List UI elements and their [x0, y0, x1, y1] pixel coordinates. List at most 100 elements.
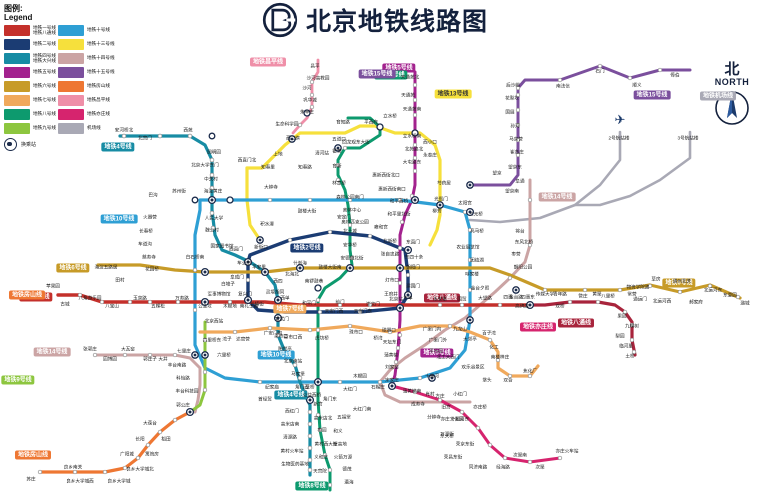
- station-label[interactable]: 安定门: [337, 214, 351, 220]
- station-label[interactable]: 纪家庙: [265, 384, 279, 390]
- station-label[interactable]: 大红门南: [352, 406, 372, 412]
- station-label[interactable]: 北宫门: [138, 135, 152, 141]
- legend-item[interactable]: 机场线: [57, 122, 115, 135]
- station-label[interactable]: 广阳城: [120, 451, 134, 457]
- station-label[interactable]: 西红门: [285, 408, 299, 414]
- station-label[interactable]: 孙河: [510, 123, 520, 129]
- station-label[interactable]: 稻田: [161, 436, 171, 442]
- station-label[interactable]: 丰台南路: [167, 362, 187, 368]
- station-label[interactable]: 北京南站: [283, 358, 303, 364]
- station-label[interactable]: 张郭庄: [83, 346, 97, 352]
- station-label[interactable]: 花园桥: [145, 266, 159, 272]
- station-label[interactable]: 鼓楼大街南: [318, 264, 342, 270]
- station-label[interactable]: 五福堂: [337, 414, 351, 420]
- station-label[interactable]: 崇文门: [366, 301, 380, 307]
- station-label[interactable]: 立水桥南: [402, 133, 422, 139]
- station-label[interactable]: 望京东: [508, 164, 522, 170]
- station-label[interactable]: 马泉营: [509, 136, 523, 142]
- line-badge[interactable]: 地铁2号线: [290, 243, 324, 253]
- legend-item[interactable]: 地铁十号线: [57, 24, 115, 37]
- station-label[interactable]: 临河里: [619, 343, 633, 349]
- line-badge[interactable]: 地铁6号线: [56, 263, 90, 273]
- station-label[interactable]: 北土城: [343, 228, 357, 234]
- station-label[interactable]: 天宫院: [313, 468, 327, 474]
- station-label[interactable]: 上地: [273, 151, 283, 157]
- station-label[interactable]: 八里桥: [601, 293, 615, 299]
- station-label[interactable]: 朝阳门: [406, 264, 420, 270]
- station-label[interactable]: 石榴庄: [371, 384, 385, 390]
- station-label[interactable]: 亦庄火车站: [555, 448, 579, 454]
- station-label[interactable]: 西四: [273, 278, 283, 284]
- station-label[interactable]: 北京大学东门: [191, 162, 219, 168]
- station-label[interactable]: 园博园: [103, 356, 117, 362]
- station-label[interactable]: 首经贸: [258, 396, 272, 402]
- station-label[interactable]: 育新: [332, 163, 342, 169]
- station-label[interactable]: 小红门: [453, 391, 467, 397]
- station-label[interactable]: 方庄: [435, 393, 445, 399]
- station-label[interactable]: 西直门北: [237, 157, 257, 163]
- legend-item[interactable]: 地铁六号线: [4, 80, 56, 93]
- station-label[interactable]: 通运门: [633, 296, 647, 302]
- line-badge[interactable]: 地铁13号线: [434, 89, 472, 99]
- station-label[interactable]: 生物医药基地: [281, 461, 309, 467]
- station-label[interactable]: 2号航站楼: [608, 135, 630, 141]
- station-label[interactable]: 平安里: [252, 264, 266, 270]
- station-label[interactable]: 清源路: [283, 434, 297, 440]
- station-label[interactable]: 建国门: [406, 283, 420, 289]
- station-label[interactable]: 3号航站楼: [677, 135, 699, 141]
- legend-item[interactable]: 地铁二号线: [4, 38, 56, 51]
- station-label[interactable]: 大瓦窑: [121, 346, 135, 352]
- station-label[interactable]: 北京西站: [204, 318, 224, 324]
- station-label[interactable]: 四惠: [503, 294, 513, 300]
- station-label[interactable]: 阜通: [515, 178, 525, 184]
- station-label[interactable]: 黄村火车站: [280, 448, 304, 454]
- station-label[interactable]: 虎坊桥: [315, 335, 329, 341]
- station-label[interactable]: 九龙山: [453, 326, 467, 332]
- station-label[interactable]: 天通苑南: [402, 106, 422, 112]
- station-label[interactable]: 宣武门: [275, 316, 289, 322]
- station-label[interactable]: 积水潭: [260, 221, 274, 227]
- station-label[interactable]: 和平门: [302, 300, 316, 306]
- station-label[interactable]: 同济南路: [468, 464, 488, 470]
- station-label[interactable]: 巩华城: [303, 97, 317, 103]
- line-badge[interactable]: 地铁机场线: [699, 91, 737, 101]
- station-label[interactable]: 广安门内: [263, 330, 283, 336]
- station-label[interactable]: 七里庄: [177, 348, 191, 354]
- station-label[interactable]: 北运河东: [703, 287, 723, 293]
- legend-item[interactable]: 地铁四号线 地铁大兴线: [4, 52, 56, 65]
- station-label[interactable]: 广渠门外: [428, 337, 448, 343]
- station-label[interactable]: 丰台科技园: [175, 388, 199, 394]
- station-label[interactable]: 安河桥北: [114, 127, 134, 133]
- line-badge[interactable]: 地铁6号线: [662, 278, 696, 288]
- station-label[interactable]: 九棵树: [625, 323, 639, 329]
- station-label[interactable]: 安华桥: [343, 242, 357, 248]
- line-badge[interactable]: 地铁亦庄线: [519, 322, 557, 332]
- station-label[interactable]: 什刹海: [293, 260, 307, 266]
- station-label[interactable]: 肖村: [425, 391, 435, 397]
- station-label[interactable]: 慈寿寺: [142, 254, 156, 260]
- station-label[interactable]: 五道口: [332, 136, 346, 142]
- station-label[interactable]: 国家图书馆: [210, 243, 234, 249]
- station-label[interactable]: 良乡大学城北: [126, 466, 154, 472]
- line-badge[interactable]: 地铁9号线: [1, 375, 35, 385]
- station-label[interactable]: 东高地: [333, 441, 347, 447]
- station-label[interactable]: 惠新西街南口: [378, 186, 406, 192]
- station-label[interactable]: 良乡大学城西: [66, 478, 94, 484]
- station-label[interactable]: 田村: [115, 277, 125, 283]
- station-label[interactable]: 新宫: [313, 401, 323, 407]
- station-label[interactable]: 万源街: [440, 431, 454, 437]
- station-label[interactable]: 高碑店: [515, 303, 529, 309]
- station-label[interactable]: 惠新西街北口: [372, 172, 400, 178]
- station-label[interactable]: 人民大学: [204, 215, 224, 221]
- station-label[interactable]: 海淀五路居: [94, 264, 118, 270]
- station-label[interactable]: 知春路: [298, 164, 312, 170]
- station-label[interactable]: 亦庄文化园: [440, 416, 464, 422]
- station-label[interactable]: 中关村: [204, 176, 218, 182]
- station-label[interactable]: 蒲黄榆南: [402, 388, 422, 394]
- station-label[interactable]: 良乡南关: [63, 464, 83, 470]
- station-label[interactable]: 郝家府: [689, 299, 703, 305]
- station-label[interactable]: 东直门: [406, 239, 420, 245]
- station-label[interactable]: 王府井: [384, 291, 398, 297]
- station-label[interactable]: 科怡路: [176, 375, 190, 381]
- station-label[interactable]: 北运河西: [652, 298, 672, 304]
